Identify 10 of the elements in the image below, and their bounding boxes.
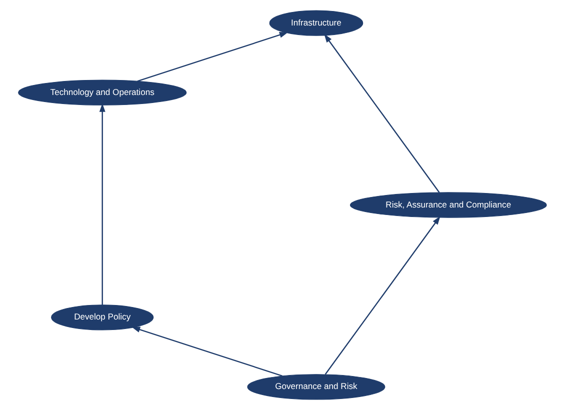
arrow xyxy=(324,34,440,193)
arrow xyxy=(324,216,440,375)
node-ellipse: Risk, Assurance and Compliance xyxy=(350,192,547,218)
node-ellipse: Governance and Risk xyxy=(247,374,386,400)
node-ellipse: Infrastructure xyxy=(269,10,364,36)
node-ellipse: Technology and Operations xyxy=(18,80,187,106)
arrow xyxy=(137,32,288,82)
node-ellipse: Develop Policy xyxy=(51,304,154,330)
arrow xyxy=(99,103,106,305)
arrow xyxy=(132,326,283,376)
